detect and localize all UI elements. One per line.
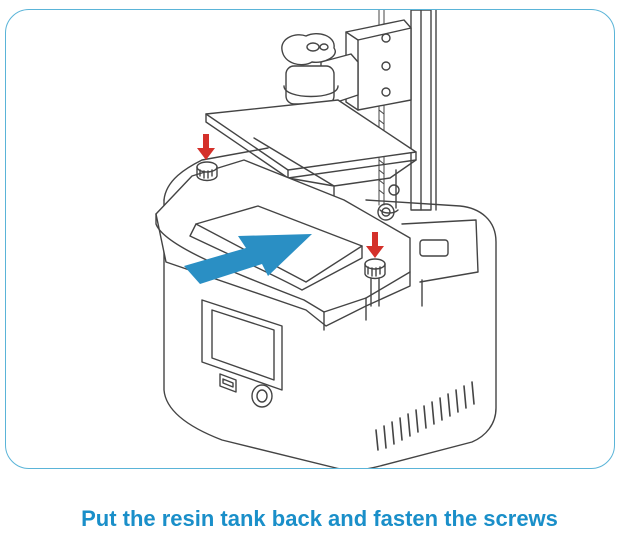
tank-screw-right: [364, 258, 386, 307]
printer-base: [163, 147, 497, 468]
tank-screw-left: [196, 161, 218, 182]
z-axis-column: [410, 10, 437, 211]
screw-marker-right: [366, 232, 384, 258]
screw-marker-left: [197, 134, 215, 160]
power-button-icon: [251, 384, 273, 408]
usb-port-icon: [219, 373, 237, 393]
insert-direction-arrow: [184, 234, 312, 284]
vent-grille: [375, 381, 475, 451]
instruction-caption: Put the resin tank back and fasten the s…: [81, 506, 558, 531]
touch-screen: [201, 299, 283, 391]
illustration-frame: [5, 9, 615, 469]
printer-illustration: [155, 10, 497, 468]
